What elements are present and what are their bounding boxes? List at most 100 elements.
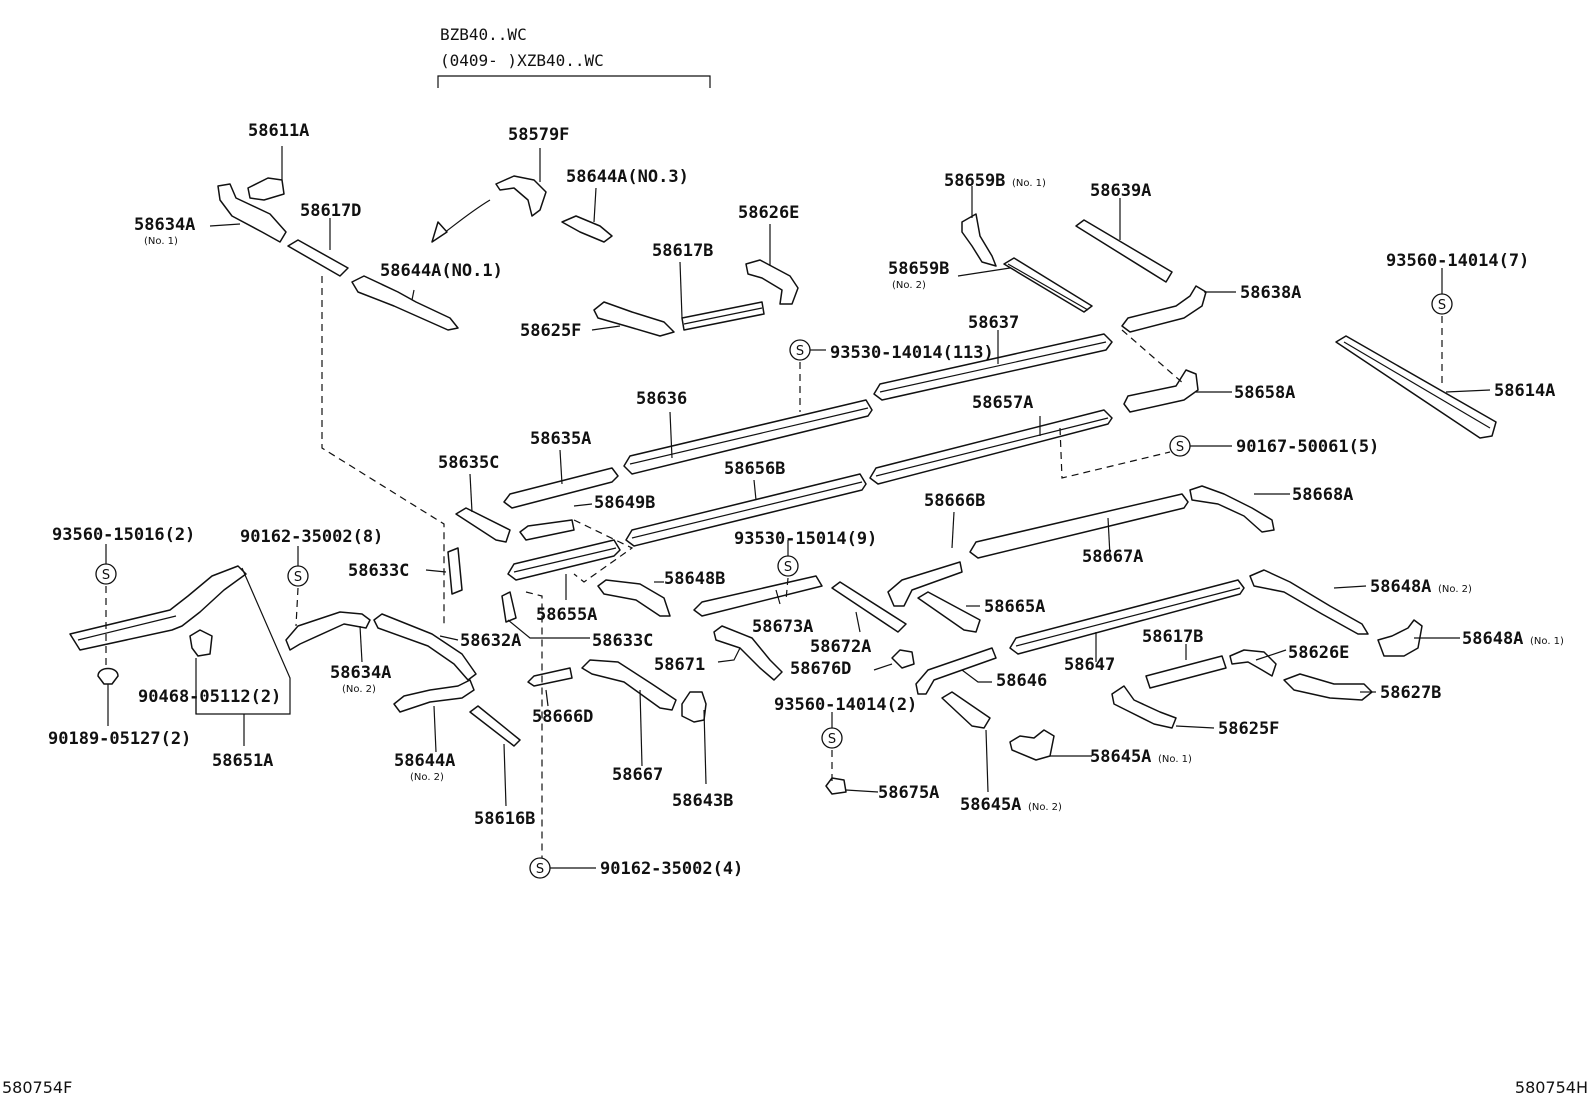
- part-90189-05127: [97, 667, 119, 685]
- part-58659B-no1: [961, 213, 997, 267]
- part-58611A: [247, 177, 285, 201]
- footer-left-code: 580754F: [2, 1078, 72, 1097]
- label-58627B: 58627B: [1380, 683, 1441, 703]
- footer-right-code: 580754H: [1515, 1078, 1588, 1097]
- part-58635A: [503, 467, 619, 509]
- label-58616B: 58616B: [474, 809, 535, 829]
- label-58658A: 58658A: [1234, 383, 1295, 403]
- part-58658A: [1123, 369, 1199, 413]
- part-58644A-no3: [561, 215, 613, 243]
- label-58637: 58637: [968, 313, 1019, 333]
- label-90468-05112-2: 90468-05112(2): [138, 687, 281, 707]
- variant-header-line2: (0409- )XZB40..WC: [440, 51, 604, 70]
- part-58617B-right: [1145, 655, 1227, 689]
- svg-text:S: S: [294, 570, 302, 585]
- part-58616B: [469, 705, 521, 747]
- label-58666D: 58666D: [532, 707, 593, 727]
- label-58659B-no2-sub: (No. 2): [892, 280, 926, 291]
- label-58647: 58647: [1064, 655, 1115, 675]
- label-58645A-no1: 58645A: [1090, 747, 1151, 767]
- label-58617B-top: 58617B: [652, 241, 713, 261]
- label-90167-50061-5: 90167-50061(5): [1236, 437, 1379, 457]
- label-58648A-no1-sub: (No. 1): [1530, 636, 1564, 647]
- part-58636: [623, 399, 873, 475]
- part-labels: 58611A 58579F 58644A(NO.3) 58634A (No. 1…: [48, 121, 1564, 879]
- label-58651A: 58651A: [212, 751, 273, 771]
- label-58634A-no1: 58634A: [134, 215, 195, 235]
- part-58673A: [693, 575, 823, 617]
- label-58646: 58646: [996, 671, 1047, 691]
- screw-icon: S: [1169, 435, 1191, 457]
- part-58644A-no1: [351, 275, 459, 331]
- label-58625F-top: 58625F: [520, 321, 581, 341]
- label-58644A-no3: 58644A(NO.3): [566, 167, 689, 187]
- part-58651A: [69, 565, 247, 651]
- label-58655A: 58655A: [536, 605, 597, 625]
- label-58617D: 58617D: [300, 201, 361, 221]
- variant-bracket: [437, 75, 711, 88]
- variant-header: BZB40..WC (0409- )XZB40..WC: [431, 25, 711, 243]
- part-58671: [713, 625, 783, 681]
- part-58648B: [597, 579, 671, 617]
- label-58648A-no1: 58648A: [1462, 629, 1523, 649]
- svg-text:S: S: [102, 568, 110, 583]
- part-58627B: [1283, 673, 1373, 701]
- part-shapes: [69, 175, 1497, 795]
- part-58625F-right: [1111, 685, 1177, 729]
- label-58667: 58667: [612, 765, 663, 785]
- part-58644A-no2: [393, 679, 475, 713]
- part-58625F-top: [593, 301, 675, 337]
- part-58659B-no2: [1003, 257, 1093, 313]
- part-58634A-no2: [285, 611, 371, 651]
- label-58657A: 58657A: [972, 393, 1033, 413]
- label-58675A: 58675A: [878, 783, 939, 803]
- label-58634A-no1-sub: (No. 1): [144, 236, 178, 247]
- label-58644A-no1: 58644A(NO.1): [380, 261, 503, 281]
- part-58632A: [373, 613, 477, 681]
- dashed-alignment-lines: [105, 276, 1443, 858]
- svg-text:S: S: [784, 560, 792, 575]
- label-58634A-no2-sub: (No. 2): [342, 684, 376, 695]
- label-93560-14014-2: 93560-14014(2): [774, 695, 917, 715]
- label-58645A-no2: 58645A: [960, 795, 1021, 815]
- leader-lines: [105, 146, 1491, 869]
- label-58648A-no2-sub: (No. 2): [1438, 584, 1472, 595]
- label-90162-35002-4: 90162-35002(4): [600, 859, 743, 879]
- part-90468-05112: [189, 629, 213, 657]
- label-58626E-right: 58626E: [1288, 643, 1349, 663]
- label-90189-05127-2: 90189-05127(2): [48, 729, 191, 749]
- screw-icon: S: [1431, 293, 1453, 315]
- screw-icon: S: [529, 857, 551, 879]
- screw-icon: S: [287, 565, 309, 587]
- part-58676D: [891, 649, 915, 669]
- label-58659B-no1-sub: (No. 1): [1012, 178, 1046, 189]
- label-58665A: 58665A: [984, 597, 1045, 617]
- part-58666B: [887, 561, 963, 607]
- part-58667A: [969, 493, 1189, 559]
- svg-text:S: S: [1438, 298, 1446, 313]
- label-58648A-no2: 58648A: [1370, 577, 1431, 597]
- label-58659B-no2: 58659B: [888, 259, 949, 279]
- part-58648A-no1: [1377, 619, 1423, 657]
- label-58632A: 58632A: [460, 631, 521, 651]
- label-58634A-no2: 58634A: [330, 663, 391, 683]
- svg-text:S: S: [796, 344, 804, 359]
- part-58648A-no2: [1249, 569, 1369, 635]
- label-58626E-top: 58626E: [738, 203, 799, 223]
- label-58617B-right: 58617B: [1142, 627, 1203, 647]
- label-90162-35002-8: 90162-35002(8): [240, 527, 383, 547]
- label-58643B: 58643B: [672, 791, 733, 811]
- label-58579F: 58579F: [508, 125, 569, 145]
- variant-arrow-shaft: [439, 199, 491, 237]
- screw-icon: S: [95, 563, 117, 585]
- part-58617D: [287, 239, 349, 277]
- label-58611A: 58611A: [248, 121, 309, 141]
- screw-icon: S: [789, 339, 811, 361]
- part-58645A-no1: [1009, 729, 1055, 761]
- part-58638A: [1121, 285, 1207, 333]
- label-58649B: 58649B: [594, 493, 655, 513]
- svg-text:S: S: [1176, 440, 1184, 455]
- part-58634A-no1: [217, 183, 287, 243]
- part-58666D: [527, 667, 573, 687]
